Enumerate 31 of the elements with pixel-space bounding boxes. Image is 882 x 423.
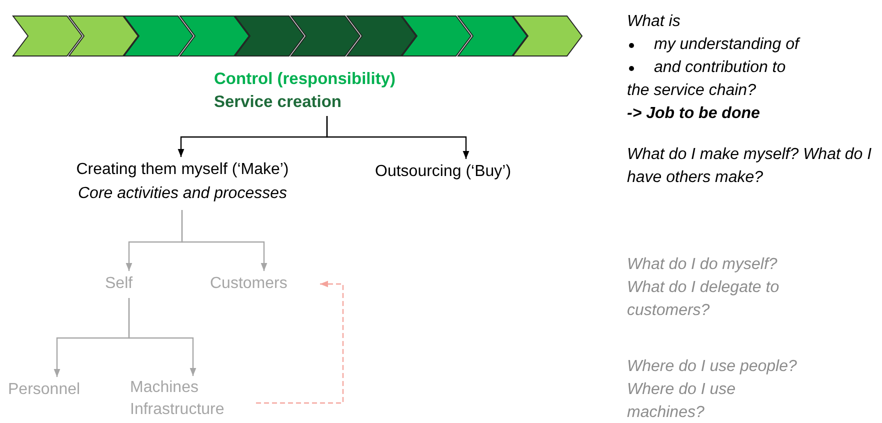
chevron-shape: [401, 15, 472, 57]
note-text: What do I make myself? What do I have others make?: [627, 145, 873, 188]
chevron-shape: [290, 15, 361, 57]
arrow: [326, 116, 470, 159]
arrow: [181, 210, 268, 271]
note-text: the service chain?: [627, 81, 757, 101]
note-text: Where do I use people? Where do I use machines?: [627, 357, 798, 423]
note-text: and contribution to: [654, 58, 787, 78]
heading: Control (responsibility): [214, 69, 396, 90]
chevron-shape: [68, 15, 139, 57]
node-label: Outsourcing (‘Buy’): [375, 160, 555, 186]
arrow: [128, 298, 196, 376]
note-text: my understanding of: [654, 35, 802, 55]
node-label: Machines Infrastructure: [130, 377, 252, 421]
node-sublabel: Core activities and processes: [77, 184, 288, 204]
node-label: Personnel: [8, 378, 106, 402]
chevron-shape: [234, 15, 306, 57]
subheading: Service creation: [214, 92, 342, 113]
node-label: Self: [105, 272, 153, 296]
dashed-arrow: [256, 280, 344, 404]
chevron-shape: [123, 15, 194, 57]
chevron-shape: [178, 15, 250, 57]
node-label: Creating them myself (‘Make’): [75, 160, 290, 180]
note-text: What do I do myself? What do I delegate to customers?: [627, 255, 780, 321]
chevron-shape: [346, 15, 417, 57]
chevron-shape: [456, 15, 528, 57]
chevron-shape: [12, 15, 83, 57]
node-label: Customers: [210, 272, 316, 296]
note-text: -> Job to be done: [627, 104, 761, 124]
chevron-shape: [512, 15, 584, 57]
note-text: What is: [627, 12, 682, 32]
